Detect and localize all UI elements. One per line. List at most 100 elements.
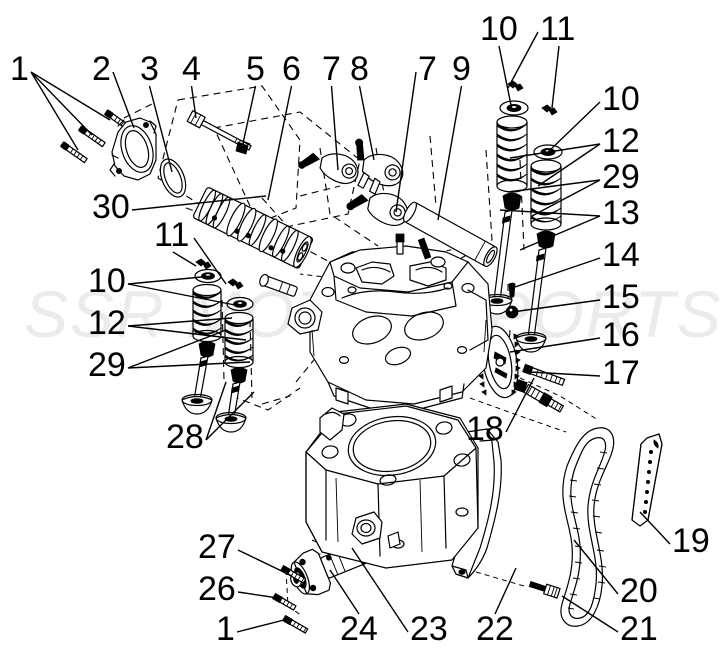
leader-line-12 (537, 143, 601, 187)
callout-number-18: 18 (466, 410, 504, 448)
leader-line-29 (507, 179, 601, 193)
leader-line-15 (511, 299, 601, 313)
part-12-spring-r1 (496, 115, 528, 193)
callout-number-5: 5 (246, 50, 265, 88)
part-12-spring-r2 (530, 159, 562, 231)
leader-line-6 (267, 85, 293, 201)
part-21-guide-bolt (528, 581, 561, 599)
leader-line-26 (237, 591, 279, 599)
callout-number-30: 30 (92, 188, 130, 226)
leader-line-23 (351, 547, 409, 633)
callout-number-1: 1 (10, 50, 29, 88)
leader-line-1 (30, 71, 93, 136)
callout-number-11: 11 (154, 216, 190, 254)
callout-number-3: 3 (140, 50, 159, 88)
leader-line-20 (573, 539, 619, 595)
callout-number-16: 16 (602, 316, 640, 354)
part-11-cotters-r2 (541, 104, 558, 116)
part-14-dowel-pin (508, 282, 516, 298)
part-9-rocker-shaft (403, 201, 498, 268)
part-11-cotters-l2 (227, 278, 244, 290)
cylinder-head-casting (259, 233, 493, 411)
callout-number-10: 10 (480, 10, 518, 48)
leader-line-12 (127, 325, 247, 341)
callout-number-12: 12 (88, 304, 126, 342)
part-11-cotters-l1 (195, 258, 212, 270)
leader-line-3 (148, 85, 173, 173)
leader-line-9 (437, 85, 463, 221)
callout-number-1: 1 (216, 610, 235, 648)
callout-number-7: 7 (322, 50, 341, 88)
leader-line-7 (330, 85, 339, 171)
callout-number-8: 8 (350, 50, 369, 88)
part-13-valve-r2 (515, 247, 547, 353)
leader-line-13 (519, 215, 601, 251)
leader-line-14 (511, 257, 601, 289)
part-20-timing-chain (560, 427, 615, 627)
callout-number-24: 24 (340, 610, 378, 648)
callout-number-28: 28 (166, 418, 204, 456)
callout-number-6: 6 (282, 50, 301, 88)
part-29-seat-l2 (230, 367, 248, 384)
callout-number-21: 21 (620, 610, 658, 648)
part-6-camshaft (192, 187, 314, 269)
callout-number-12: 12 (602, 122, 640, 160)
part-10-retainer-r1 (499, 100, 529, 116)
callout-number-19: 19 (672, 522, 710, 560)
part-17-sprocket-bolt (522, 363, 566, 386)
leader-line-1 (30, 71, 111, 121)
leader-line-8 (358, 85, 375, 161)
leader-line-22 (494, 567, 517, 615)
callout-number-22: 22 (476, 610, 514, 648)
leader-line-11 (193, 237, 227, 285)
leader-line-17 (529, 371, 601, 377)
part-29-seat-r1 (502, 192, 522, 211)
leader-line-13 (499, 209, 601, 217)
callout-number-14: 14 (602, 236, 640, 274)
leader-line-2 (112, 71, 135, 129)
leader-line-1 (30, 71, 79, 151)
callout-number-11: 11 (540, 10, 576, 48)
part-15-dowel-pin (505, 305, 519, 319)
leader-line-21 (561, 595, 619, 633)
part-7-8-rocker-arms (298, 138, 409, 227)
leader-line-1 (236, 619, 285, 633)
leader-line-29 (127, 361, 251, 369)
leader-line-11 (507, 31, 539, 89)
leader-line-11 (551, 45, 560, 109)
leader-line-16 (509, 337, 601, 353)
part-29-seat-l1 (198, 341, 216, 358)
leader-line-4 (190, 85, 197, 119)
leader-line-11 (172, 251, 197, 267)
callout-number-27: 27 (198, 528, 236, 566)
part-28-valve-l2 (215, 381, 247, 433)
callout-number-29: 29 (88, 346, 126, 384)
part-27-bolt-short (279, 564, 307, 584)
callout-number-29: 29 (602, 158, 640, 196)
part-19-chain-guide-blade (631, 433, 663, 527)
leader-line-10 (127, 275, 213, 285)
callout-number-4: 4 (182, 50, 201, 88)
cylinder-block-casting (305, 403, 479, 569)
callout-leader-lines (30, 31, 671, 633)
leader-line-27 (237, 549, 293, 577)
leader-line-24 (329, 569, 360, 615)
leader-line-28 (205, 391, 255, 441)
leader-line-19 (639, 511, 671, 545)
leader-line-28 (205, 381, 227, 441)
leader-line-10 (547, 101, 601, 153)
callout-number-10: 10 (88, 262, 126, 300)
part-3-o-ring (159, 158, 187, 198)
leader-line-18 (505, 377, 535, 433)
callout-number-2: 2 (92, 50, 111, 88)
callout-number-13: 13 (602, 194, 640, 232)
leader-line-30 (131, 195, 267, 211)
leader-line-7 (395, 71, 417, 213)
leader-line-5 (241, 85, 257, 149)
part-28-valve-l1 (181, 355, 213, 415)
leader-line-29 (531, 179, 601, 217)
callout-number-7: 7 (418, 50, 437, 88)
leader-line-12 (127, 317, 233, 327)
leader-line-10 (127, 283, 241, 307)
